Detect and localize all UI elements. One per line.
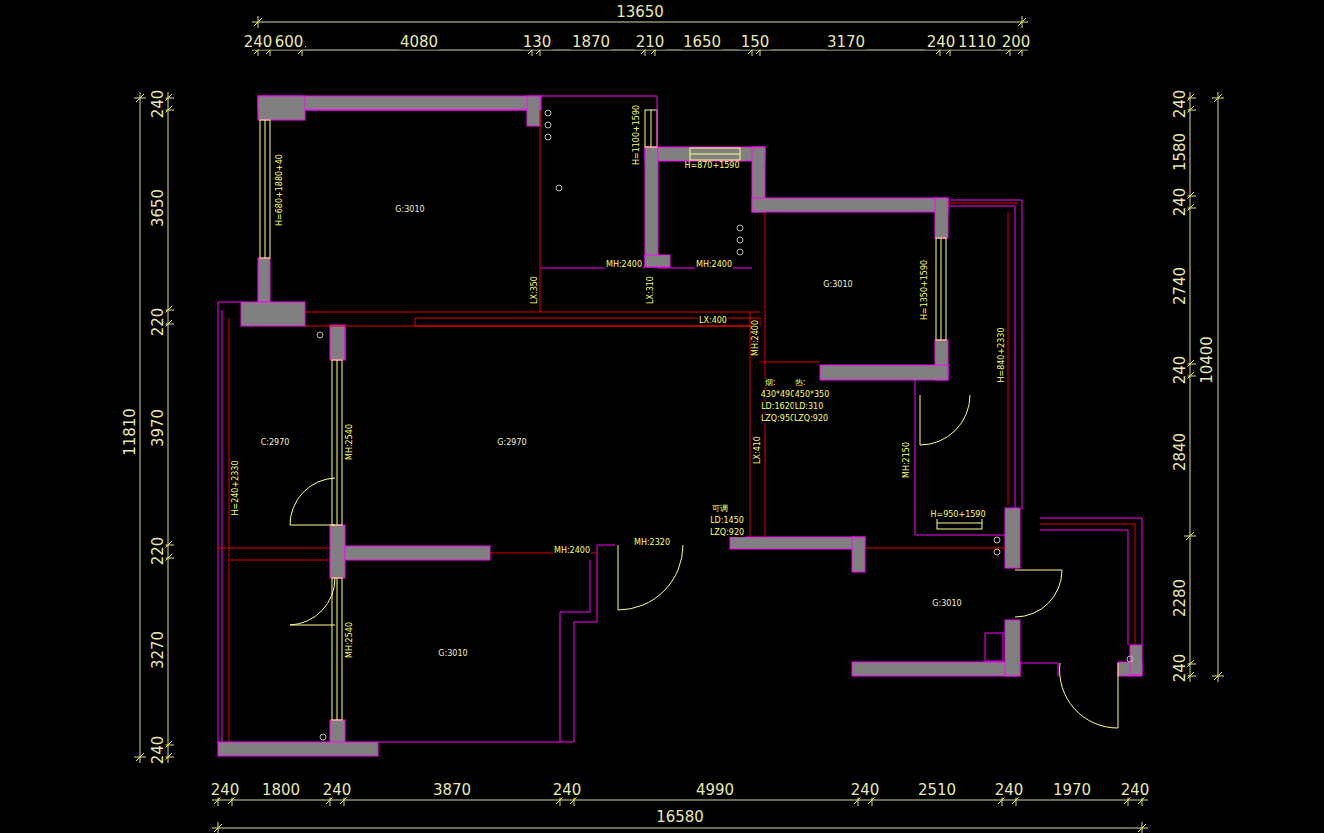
dimension-line [1138, 824, 1146, 832]
dimension-text: 2740 [1173, 266, 1188, 306]
dimension-text: 220 [151, 536, 166, 567]
plan-annotation: LZQ:950 [760, 415, 796, 423]
dimension-text: 3170 [826, 35, 866, 50]
dimension-text: 1580 [1173, 132, 1188, 172]
dimension-text: 4080 [399, 35, 439, 50]
dimension-text: 3870 [432, 783, 472, 798]
plan-annotation: 热: [794, 379, 807, 387]
dimension-text: 240 [243, 35, 274, 50]
plan-annotation: LX:410 [754, 435, 762, 465]
dimension-text: 3970 [151, 408, 166, 448]
plan-annotation: MH:2400 [752, 319, 760, 357]
dimension-text: 1870 [571, 35, 611, 50]
plan-annotation: LX:400 [698, 317, 728, 325]
plan-annotation: G:3010 [822, 281, 853, 289]
dimension-line [136, 94, 144, 102]
dimension-line [1214, 672, 1222, 680]
dimension-text: 240 [1120, 783, 1151, 798]
plan-annotation: MH:2400 [695, 261, 733, 269]
dimension-text: 240 [322, 783, 353, 798]
plan-annotation: MH:2400 [553, 547, 591, 555]
dimension-line [252, 22, 1028, 23]
plan-annotation: C:2970 [260, 439, 291, 447]
plan-annotation: 430*490 [760, 391, 797, 399]
plan-annotation: G:3010 [394, 206, 425, 214]
dimension-line [1190, 92, 1191, 682]
plan-annotation: LD:310 [794, 403, 825, 411]
plan-annotation: G:3010 [437, 650, 468, 658]
dimension-line [1186, 532, 1194, 540]
dimension-text: 3650 [151, 188, 166, 228]
dimension-text: 11810 [123, 407, 138, 457]
dimension-text: 10400 [1200, 335, 1215, 385]
dimension-text: 240 [552, 783, 583, 798]
plan-annotation: G:3010 [931, 600, 962, 608]
plan-annotation: 450*350 [794, 391, 831, 399]
plan-annotation: LD:1450 [709, 517, 745, 525]
dimension-text: 2510 [917, 783, 957, 798]
dimension-text: 13650 [615, 5, 665, 20]
plan-annotation: LX:350 [531, 275, 539, 305]
dimension-text: 240 [926, 35, 957, 50]
dimension-line [1018, 18, 1026, 26]
plan-annotation: LX:310 [647, 275, 655, 305]
plan-annotation: H=1350+1590 [921, 259, 929, 321]
plan-annotation: MH:2150 [903, 441, 911, 479]
dimension-text: 600 [274, 35, 305, 50]
dimension-text: 2840 [1173, 432, 1188, 472]
dimension-line [214, 824, 222, 832]
dimension-text: 240 [151, 89, 166, 120]
dimension-line [252, 50, 1028, 51]
plan-annotation: MH:2540 [346, 423, 354, 461]
dimension-text: 200 [1001, 35, 1032, 50]
dimension-line [212, 800, 1148, 801]
dimension-text: 240 [994, 783, 1025, 798]
dimension-line [1214, 94, 1222, 102]
dimension-text: 1800 [261, 783, 301, 798]
dimension-text: 4990 [695, 783, 735, 798]
dimension-text: 1110 [957, 35, 997, 50]
plan-annotation: 可调 [711, 505, 729, 513]
plan-annotation: H=240+2330 [232, 459, 240, 516]
plan-annotation: H=680+1880+40 [276, 153, 284, 227]
dimension-text: 130 [522, 35, 553, 50]
dimension-text: 2280 [1173, 578, 1188, 618]
dimension-text: 210 [635, 35, 666, 50]
plan-annotation: 烟: [764, 379, 777, 387]
plan-annotation: H=870+1590 [683, 162, 740, 170]
plan-annotation: G:2970 [496, 439, 527, 447]
dimension-line [168, 92, 169, 763]
plan-annotation: MH:2540 [346, 621, 354, 659]
dimension-text: 240 [1173, 653, 1188, 684]
plan-annotation: H=950+1590 [929, 511, 986, 519]
dimension-text: 240 [210, 783, 241, 798]
plan-annotation: H=840+2330 [998, 326, 1006, 383]
dimension-text: 240 [1173, 355, 1188, 386]
dimension-line [212, 828, 1148, 829]
dimension-text: 16580 [655, 810, 705, 825]
plan-annotation: LZQ:920 [709, 529, 745, 537]
dimension-text: 240 [151, 735, 166, 766]
dimension-text: 1650 [682, 35, 722, 50]
dimension-text: 150 [740, 35, 771, 50]
dimension-text: 220 [151, 307, 166, 338]
dimension-text: 1970 [1052, 783, 1092, 798]
dimension-text: 240 [850, 783, 881, 798]
dimension-text: 240 [1173, 89, 1188, 120]
dimension-text: 3270 [151, 630, 166, 670]
dimension-line [1218, 92, 1219, 682]
dimension-line [136, 753, 144, 761]
plan-annotation: MH:2320 [633, 539, 671, 547]
dimension-line [254, 18, 262, 26]
dimension-line [140, 92, 141, 763]
plan-annotation: H=1100+1590 [633, 104, 641, 166]
plan-annotation: MH:2400 [605, 261, 643, 269]
plan-annotation: LD:1620 [760, 403, 796, 411]
dimension-text: 240 [1173, 187, 1188, 218]
plan-annotation: LZQ:920 [793, 415, 829, 423]
